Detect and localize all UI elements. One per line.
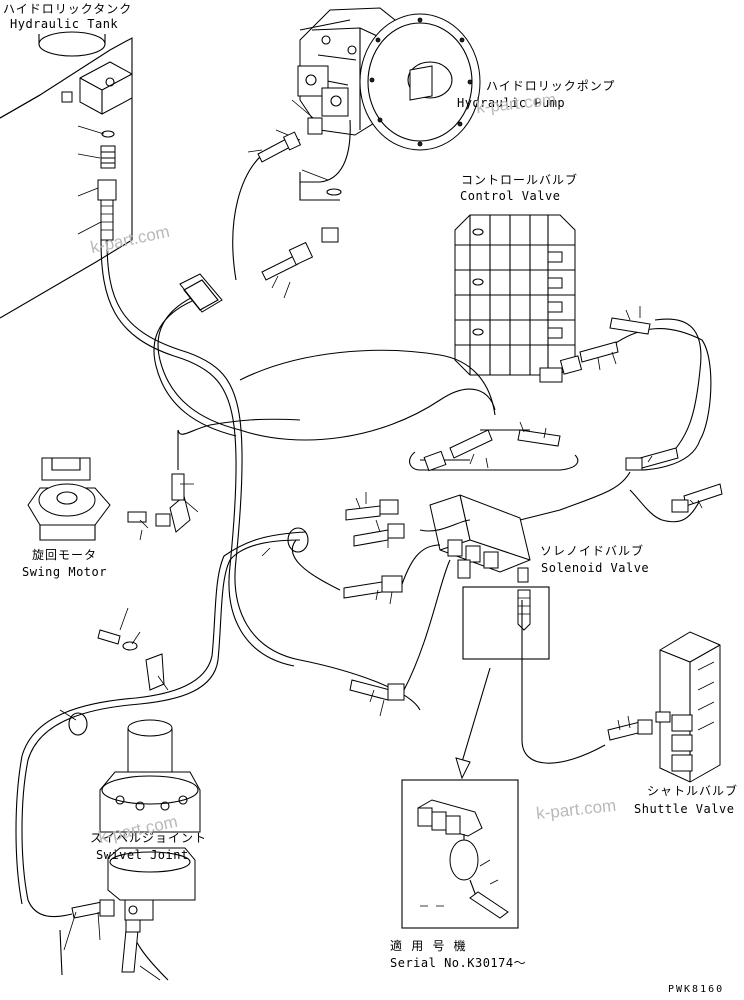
shuttle-valve [655, 631, 721, 783]
solenoid-valve-label-en: Solenoid Valve [541, 561, 650, 575]
hydraulic-tank-label-jp: ハイドロリックタンク [3, 2, 133, 16]
solenoid-valve-label-jp: ソレノイドバルブ [540, 544, 645, 558]
hydraulic-pump-label-jp: ハイドロリックポンプ [486, 79, 616, 93]
piping [15, 119, 712, 981]
control-valve-label-jp: コントロールバルブ [461, 173, 579, 187]
hydraulic-pump-label-en: Hydraulic Pump [457, 96, 566, 110]
fittings [71, 117, 723, 973]
drawing-code: PWK8160 [668, 984, 725, 995]
shuttle-valve-label-en: Shuttle Valve [634, 802, 735, 816]
hydraulic-tank [0, 31, 133, 319]
swing-motor [27, 457, 191, 541]
swivel-joint-label-en: Swivel Joint [96, 848, 189, 862]
swivel-joint-label-jp: スイベルジョイント [90, 831, 208, 845]
leader-lines [59, 149, 703, 981]
control-valve-label-en: Control Valve [460, 189, 561, 203]
swing-motor-label-en: Swing Motor [22, 565, 107, 579]
swivel-joint [99, 719, 201, 921]
serial-label-jp: 適 用 号 機 [390, 939, 467, 953]
hydraulic-tank-label-en: Hydraulic Tank [10, 17, 119, 31]
shuttle-valve-label-jp: シャトルバルブ [647, 784, 739, 798]
solenoid-valve [429, 494, 531, 583]
control-valve [454, 214, 576, 383]
hydraulic-pump [275, 7, 481, 181]
serial-label-en: Serial No.K30174～ [390, 956, 527, 970]
detail-inset [401, 586, 550, 929]
swing-motor-label-jp: 旋回モータ [32, 548, 98, 562]
